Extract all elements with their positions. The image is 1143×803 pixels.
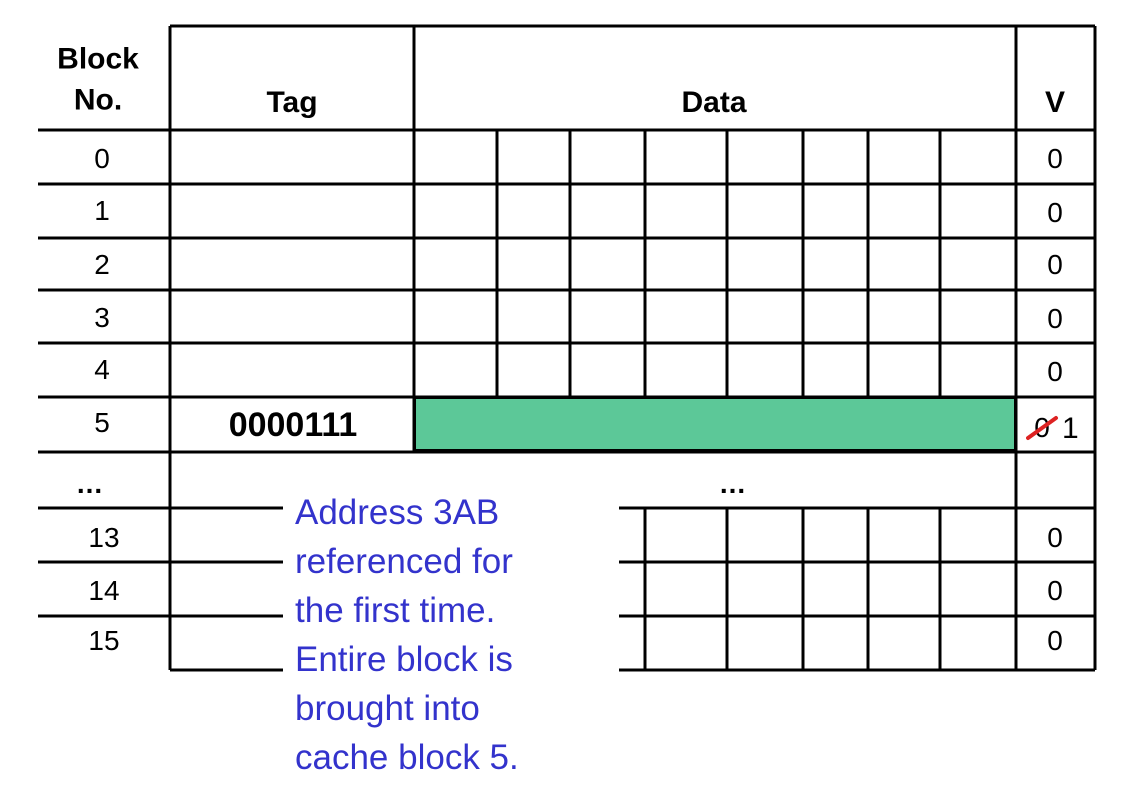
valid-bit: 0 (1047, 303, 1063, 334)
note-line: referenced for (295, 542, 513, 581)
valid-bit: 0 (1047, 625, 1063, 656)
valid-bit: 0 (1047, 522, 1063, 553)
block-number: 13 (88, 522, 120, 553)
block-5-valid-new: 1 (1062, 412, 1079, 445)
valid-bit: 0 (1047, 197, 1063, 228)
block-ellipsis: ... (76, 468, 104, 499)
note-line: brought into (295, 689, 480, 728)
data-header: Data (681, 86, 747, 119)
block-5-tag: 0000111 (228, 406, 358, 444)
block-number: 4 (94, 354, 110, 385)
block-5-data-fill (414, 397, 1016, 451)
block-number: 5 (94, 407, 110, 438)
data-ellipsis: ... (719, 468, 747, 499)
block-number: 14 (88, 575, 120, 606)
tag-header: Tag (266, 86, 318, 119)
block-number: 0 (94, 143, 110, 174)
valid-bit: 0 (1047, 143, 1063, 174)
strikethrough-mark (1026, 416, 1058, 440)
block-no-header: Block No. (57, 42, 139, 117)
valid-bit: 0 (1047, 356, 1063, 387)
valid-bit: 0 (1047, 575, 1063, 606)
note-line: cache block 5. (295, 738, 519, 777)
annotation-note: Address 3AB referenced for the first tim… (283, 488, 619, 782)
block-5-valid-old: 0 (1026, 408, 1060, 448)
valid-bit: 0 (1047, 249, 1063, 280)
note-line: Entire block is (295, 640, 513, 679)
block-number: 1 (94, 195, 110, 226)
block-number: 15 (88, 625, 120, 656)
block-number: 2 (94, 249, 110, 280)
note-line: Address 3AB (295, 493, 500, 532)
note-line: the first time. (295, 591, 496, 630)
valid-header: V (1044, 86, 1066, 119)
block-number: 3 (94, 302, 110, 333)
